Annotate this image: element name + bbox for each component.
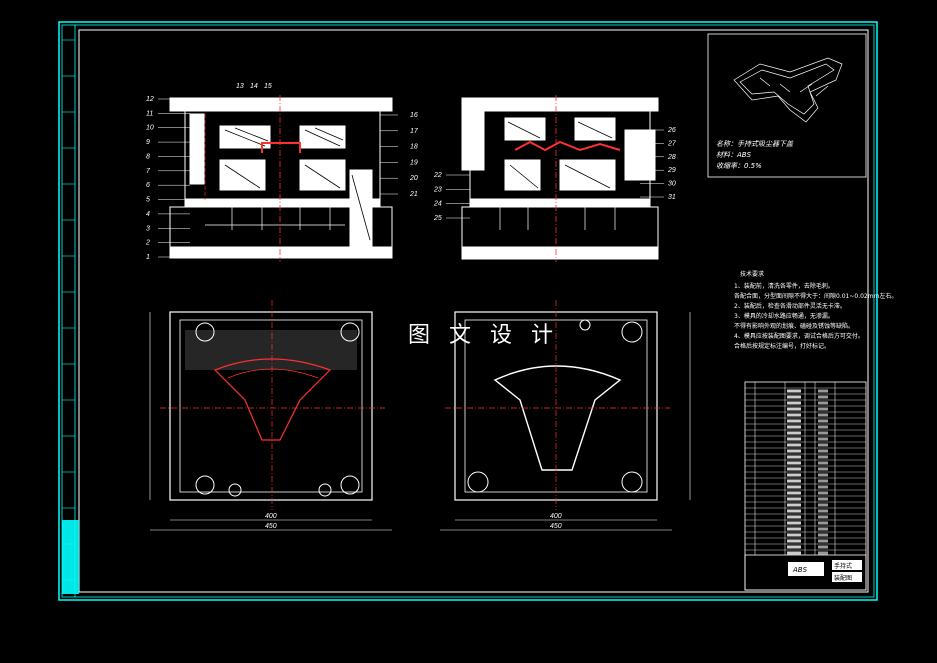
right-part-right-label: 30 (668, 181, 676, 188)
left-part-label: 11 (146, 110, 153, 117)
left-top-label: 15 (264, 83, 272, 90)
left-top-label: 13 (236, 83, 244, 90)
left-part-label: 9 (146, 139, 150, 146)
left-part-label: 4 (146, 211, 150, 218)
right-part-label: 23 (433, 186, 442, 193)
left-part-label: 6 (146, 182, 150, 189)
title-block-material: ABS (792, 566, 808, 574)
title-block-drawing: 装配图 (834, 574, 852, 582)
tech-note-line: 合格后按规定标注编号，打好标记。 (734, 342, 830, 350)
tech-note-line: 4、模具应按装配图要求，调试合格后方可交付。 (734, 332, 864, 340)
tech-note-line: 1、装配前，清洗各零件，去除毛刺。 (734, 282, 834, 290)
right-part-right-label: 26 (667, 127, 676, 134)
left-part-label: 10 (146, 125, 154, 132)
part-material: 材料：ABS (716, 151, 752, 159)
left-part-right-label: 21 (409, 191, 418, 198)
watermark-text: 图 文 设 计 (408, 323, 559, 348)
part-isometric-sketch (733, 57, 843, 123)
right-part-label: 24 (433, 201, 442, 208)
left-plan-view: 400 450 (149, 300, 392, 531)
right-dim-1: 400 (550, 513, 562, 520)
left-part-label: 8 (146, 153, 150, 160)
left-part-label: 3 (146, 225, 150, 232)
left-part-right-label: 20 (409, 175, 418, 182)
right-part-right-label: 29 (667, 167, 676, 174)
tech-note-line: 3、模具的冷却水路应畅通，无渗漏。 (734, 312, 834, 320)
part-preview-box: 名称：手持式吸尘器下盖 材料：ABS 收缩率：0.5% (707, 33, 867, 178)
left-part-label: 2 (145, 240, 150, 247)
tech-note-line: 不得有影响外观的划痕、磕碰及锈蚀等缺陷。 (734, 322, 854, 330)
left-part-label: 7 (146, 168, 151, 175)
right-section-view: 22 23 24 25 26 27 28 29 30 31 (433, 95, 677, 262)
left-dim-1: 400 (265, 513, 277, 520)
parts-list-table: ABS 手持式 装配图 (744, 381, 867, 591)
left-part-label: 1 (146, 254, 150, 261)
right-part-right-label: 28 (667, 154, 676, 161)
left-part-label: 12 (146, 96, 154, 103)
right-part-label: 25 (433, 215, 442, 222)
left-part-right-label: 19 (410, 159, 418, 166)
part-name: 名称：手持式吸尘器下盖 (716, 140, 794, 148)
left-top-label: 14 (250, 83, 258, 90)
tech-note-line: 各配合面，分型面间隙不得大于：间隙0.01~0.02mm左右。 (734, 292, 897, 300)
right-part-label: 22 (433, 172, 442, 179)
left-dim-2: 450 (265, 523, 277, 530)
title-block-name: 手持式 (834, 562, 852, 570)
left-part-right-label: 16 (410, 112, 418, 119)
right-leader-labels: 22 23 24 25 26 27 28 29 30 31 (433, 127, 677, 222)
right-plan-view: 400 450 (440, 300, 691, 531)
drawing-frame (58, 21, 878, 601)
left-part-label: 5 (146, 197, 150, 204)
tech-notes-title: 技术要求 (740, 270, 764, 278)
tech-note-line: 2、装配后，检查各滑动部件灵活无卡滞。 (734, 302, 846, 310)
part-shrinkage: 收缩率：0.5% (716, 162, 762, 170)
right-part-right-label: 31 (668, 194, 676, 201)
left-part-right-label: 17 (410, 128, 419, 135)
left-part-right-label: 18 (410, 144, 418, 151)
technical-notes: 技术要求 1、装配前，清洗各零件，去除毛刺。各配合面，分型面间隙不得大于：间隙0… (734, 270, 897, 350)
ruler-ticks (62, 39, 75, 581)
right-part-right-label: 27 (667, 140, 677, 147)
right-dim-2: 450 (550, 523, 562, 530)
